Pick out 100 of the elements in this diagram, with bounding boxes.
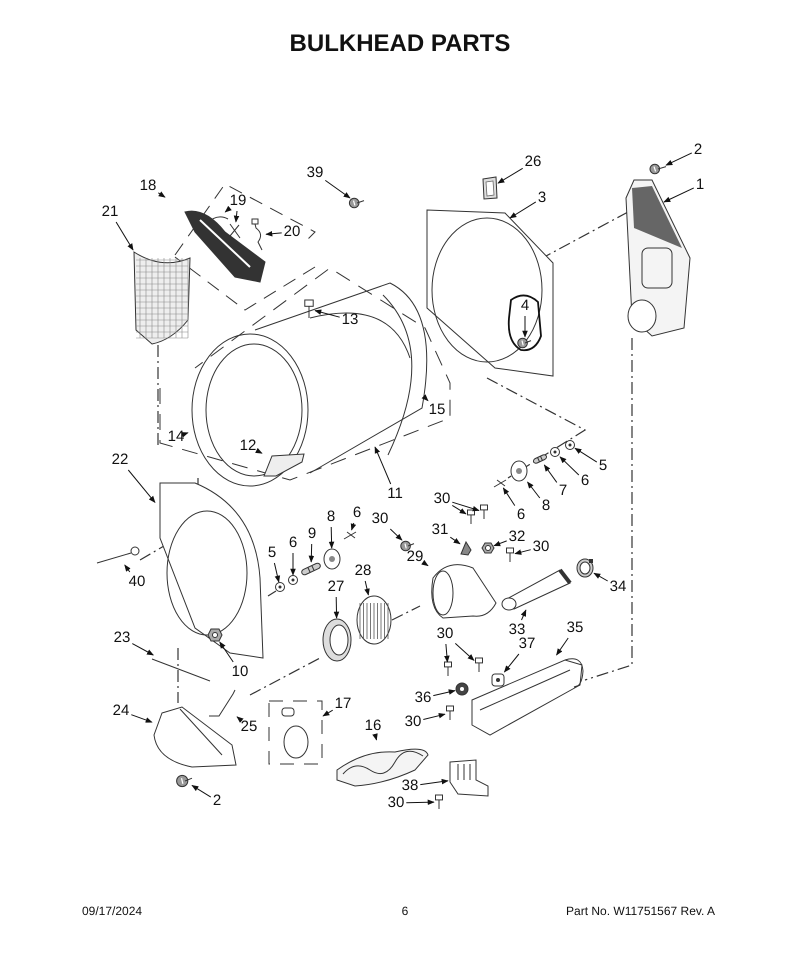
leader-line (593, 572, 608, 582)
leader-line (560, 456, 580, 476)
leader-line (132, 643, 154, 656)
leader-line (556, 638, 569, 656)
leader-line (181, 432, 189, 438)
leader-line (454, 642, 475, 661)
leader-line (406, 799, 435, 806)
callout-number: 24 (112, 703, 130, 719)
callout-number: 22 (112, 452, 128, 468)
callout-number: 6 (288, 535, 298, 551)
leader-line (265, 230, 282, 237)
callout-number: 13 (342, 312, 358, 328)
leader-line (130, 714, 153, 723)
callout-number: 40 (128, 574, 146, 590)
leader-line (322, 710, 334, 716)
leader-line (219, 641, 234, 662)
leader-line (509, 201, 536, 218)
callout-number: 33 (508, 622, 526, 638)
leader-line (497, 168, 524, 184)
leader-line (374, 446, 392, 484)
callout-number: 30 (436, 626, 454, 642)
leader-line (422, 394, 428, 402)
leader-line (234, 210, 240, 223)
callout-number: 1 (696, 177, 704, 193)
callout-number: 8 (326, 509, 336, 525)
callout-number: 21 (102, 204, 118, 220)
leader-line (236, 716, 244, 723)
callout-number: 20 (284, 224, 300, 240)
leader-line (274, 562, 280, 583)
callout-number: 36 (414, 690, 432, 706)
leader-line (452, 502, 480, 512)
leader-line (328, 526, 334, 549)
callout-number: 6 (516, 507, 526, 523)
callout-number: 29 (406, 549, 424, 565)
leader-line (191, 784, 212, 798)
callout-number: 31 (432, 522, 448, 538)
callout-number: 14 (168, 429, 184, 445)
callout-number: 2 (212, 793, 222, 809)
callout-number: 4 (520, 298, 530, 314)
callout-number: 6 (580, 473, 590, 489)
diagram-title: BULKHEAD PARTS (288, 30, 512, 58)
leader-line (372, 733, 378, 741)
leader-line (224, 206, 232, 212)
leader-line (450, 536, 461, 544)
callout-number: 17 (334, 696, 352, 712)
callout-number: 30 (434, 491, 450, 507)
leader-line (520, 609, 526, 620)
leader-line (158, 191, 166, 198)
callout-number: 5 (598, 458, 608, 474)
footer-date: 09/17/2024 (82, 904, 142, 918)
leader-line (422, 712, 446, 720)
leader-line (527, 481, 540, 498)
leader-line (432, 689, 456, 696)
callout-number: 19 (230, 193, 246, 209)
callout-number: 30 (404, 714, 422, 730)
leader-line (290, 552, 296, 576)
leader-line (128, 470, 156, 503)
leader-line (421, 560, 429, 566)
leader-line (444, 644, 450, 663)
callout-number: 15 (428, 402, 446, 418)
leader-line (574, 448, 598, 463)
callout-number: 2 (694, 142, 702, 158)
callout-number: 27 (328, 579, 344, 595)
leader-line (502, 487, 516, 506)
leader-line (665, 152, 692, 166)
callout-number: 9 (308, 526, 316, 542)
callout-number: 30 (532, 539, 550, 555)
callout-number: 28 (354, 563, 372, 579)
leader-line (544, 464, 558, 483)
callout-number: 12 (240, 438, 256, 454)
callout-number: 10 (232, 664, 248, 680)
callout-number: 37 (518, 636, 536, 652)
leader-line (116, 222, 134, 251)
leader-line (364, 580, 370, 596)
leader-line (390, 528, 402, 541)
callout-number: 18 (140, 178, 156, 194)
callout-number: 32 (508, 529, 526, 545)
callout-number: 5 (268, 545, 276, 561)
leader-line (350, 522, 356, 531)
callout-number: 16 (364, 718, 382, 734)
leader-line (334, 596, 340, 619)
leader-line (452, 504, 467, 514)
callout-number: 26 (524, 154, 542, 170)
callout-number: 23 (114, 630, 130, 646)
leader-line (493, 540, 508, 546)
callout-number: 39 (306, 165, 324, 181)
leader-line (663, 187, 694, 202)
leader-line (522, 316, 528, 338)
callout-number: 34 (610, 579, 626, 595)
callout-number: 30 (388, 795, 404, 811)
leader-line (255, 448, 263, 454)
callout-number: 3 (538, 190, 546, 206)
callout-number: 25 (240, 719, 258, 735)
leader-line (314, 310, 340, 318)
part-number: Part No. W11751567 Rev. A (566, 904, 715, 918)
callout-number: 6 (352, 505, 362, 521)
leader-line (504, 654, 520, 673)
leader-line (324, 180, 351, 198)
callout-number: 35 (566, 620, 584, 636)
leader-line (420, 778, 449, 786)
